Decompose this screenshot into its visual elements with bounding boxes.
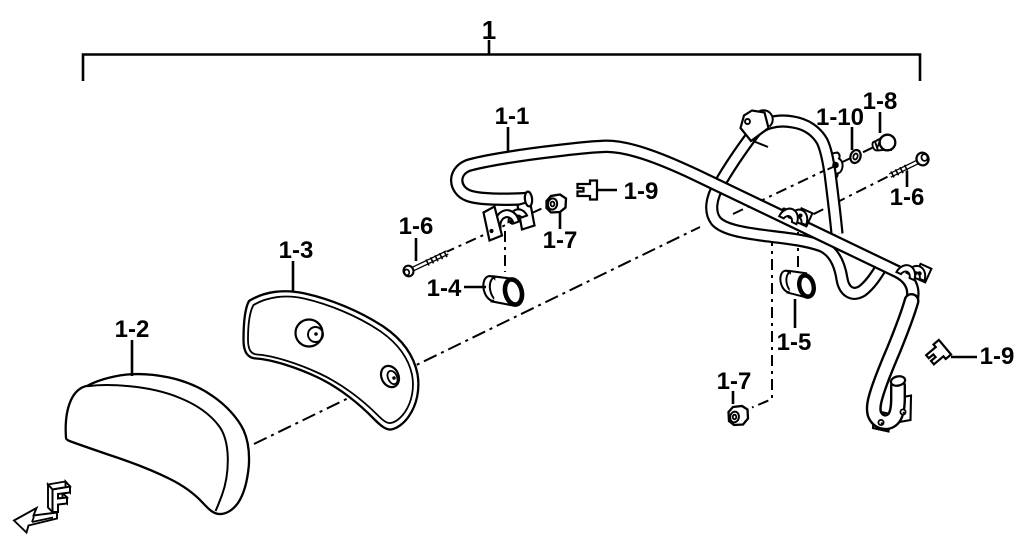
svg-text:1-6: 1-6 xyxy=(890,184,925,211)
svg-text:1-2: 1-2 xyxy=(115,316,150,343)
svg-text:1: 1 xyxy=(482,15,496,45)
svg-text:1-5: 1-5 xyxy=(777,329,812,356)
svg-text:1-3: 1-3 xyxy=(279,237,314,264)
svg-text:1-9: 1-9 xyxy=(980,343,1015,370)
svg-text:1-7: 1-7 xyxy=(717,368,752,395)
svg-text:1-6: 1-6 xyxy=(399,213,434,240)
svg-text:1-7: 1-7 xyxy=(543,227,578,254)
svg-text:1-8: 1-8 xyxy=(863,88,898,115)
svg-text:1-9: 1-9 xyxy=(624,178,659,205)
svg-text:1-4: 1-4 xyxy=(427,275,462,302)
svg-text:1-10: 1-10 xyxy=(816,104,864,131)
svg-text:1-1: 1-1 xyxy=(495,103,530,130)
